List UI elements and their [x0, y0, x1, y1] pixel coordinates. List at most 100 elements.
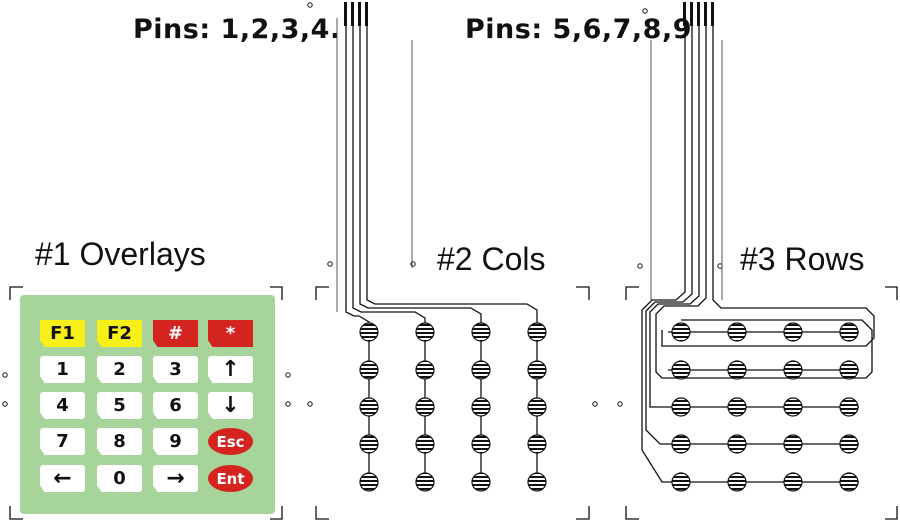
row-pad	[783, 322, 803, 342]
key-star: *	[208, 320, 253, 347]
key-label: 6	[169, 395, 182, 416]
column-pad	[527, 472, 547, 492]
key-label: 7	[56, 431, 69, 452]
key-7: 7	[40, 428, 85, 455]
row-pad	[783, 434, 803, 454]
overlays-title: #1 Overlays	[35, 236, 206, 272]
key-label: #	[167, 323, 184, 344]
column-pad	[471, 472, 491, 492]
row-traces	[641, 26, 875, 483]
key-ent: Ent	[208, 465, 253, 492]
key-0: 0	[97, 465, 142, 492]
cols-title: #2 Cols	[437, 241, 546, 277]
registration-holes	[2, 2, 723, 407]
row-trace-loop	[655, 26, 873, 379]
row-pad	[671, 397, 691, 417]
column-pad	[359, 397, 379, 417]
column-pad	[471, 397, 491, 417]
crop-marks	[9, 286, 898, 520]
up-arrow-icon: ↑	[221, 357, 240, 382]
column-trace-4	[366, 26, 538, 482]
key-down-arrow: ↓	[208, 392, 253, 419]
key-label: 3	[169, 359, 182, 380]
key-label: Ent	[216, 469, 245, 488]
row-trace-4	[645, 26, 859, 445]
key-f1: F1	[40, 320, 85, 347]
column-pad	[527, 360, 547, 380]
row-pad	[727, 434, 747, 454]
key-f2: F2	[97, 320, 142, 347]
key-label: *	[225, 323, 236, 344]
row-pad	[839, 360, 859, 380]
key-8: 8	[97, 428, 142, 455]
row-pad	[783, 472, 803, 492]
key-esc: Esc	[208, 428, 253, 455]
column-trace-1	[345, 26, 370, 482]
right-arrow-icon: →	[166, 466, 185, 491]
key-2: 2	[97, 356, 142, 383]
key-label: 5	[113, 395, 126, 416]
column-pad	[471, 360, 491, 380]
row-pad	[727, 472, 747, 492]
row-pad	[839, 397, 859, 417]
row-pad	[671, 360, 691, 380]
row-pad	[727, 360, 747, 380]
row-pad	[839, 434, 859, 454]
pins-5-9-label: Pins: 5,6,7,8,9	[465, 14, 692, 45]
row-pad	[783, 360, 803, 380]
tail-outlines	[336, 18, 723, 312]
key-right-arrow: →	[153, 465, 198, 492]
key-4: 4	[40, 392, 85, 419]
column-trace-3	[359, 26, 482, 482]
key-label: 9	[169, 431, 182, 452]
row-trace-feed	[661, 26, 875, 347]
keypad-overlay: F1 F2 # * 1 2 3 ↑ 4 5 6 ↓ 7 8 9 Esc ← 0 → Ent	[20, 295, 275, 514]
column-trace-2	[352, 26, 426, 482]
down-arrow-icon: ↓	[221, 393, 240, 418]
column-pad	[359, 322, 379, 342]
row-pad	[671, 322, 691, 342]
rows-title: #3 Rows	[740, 241, 865, 277]
contact-pads	[359, 322, 859, 492]
key-1: 1	[40, 356, 85, 383]
key-label: Esc	[216, 432, 245, 451]
key-5: 5	[97, 392, 142, 419]
key-3: 3	[153, 356, 198, 383]
row-pad	[671, 434, 691, 454]
column-pad	[527, 434, 547, 454]
column-pad	[415, 434, 435, 454]
row-pad	[839, 472, 859, 492]
key-label: F2	[107, 323, 132, 344]
column-pad	[415, 322, 435, 342]
column-pad	[359, 360, 379, 380]
key-label: 0	[113, 468, 126, 489]
key-up-arrow: ↑	[208, 356, 253, 383]
row-pad	[727, 322, 747, 342]
connector-pins	[344, 2, 714, 26]
column-pad	[527, 322, 547, 342]
row-pad	[839, 322, 859, 342]
row-pad	[671, 472, 691, 492]
column-pad	[359, 434, 379, 454]
row-pad	[727, 397, 747, 417]
key-label: 1	[56, 359, 69, 380]
key-hash: #	[153, 320, 198, 347]
key-9: 9	[153, 428, 198, 455]
key-6: 6	[153, 392, 198, 419]
row-trace-3	[649, 26, 859, 408]
column-pad	[415, 360, 435, 380]
key-label: 4	[56, 395, 69, 416]
key-label: 8	[113, 431, 126, 452]
row-trace-5	[641, 26, 859, 483]
column-pad	[471, 434, 491, 454]
key-label: 2	[113, 359, 126, 380]
column-pad	[359, 472, 379, 492]
key-label: F1	[50, 323, 75, 344]
left-arrow-icon: ←	[53, 466, 72, 491]
column-pad	[415, 397, 435, 417]
key-left-arrow: ←	[40, 465, 85, 492]
column-pad	[415, 472, 435, 492]
column-pad	[471, 322, 491, 342]
pins-1-4-label: Pins: 1,2,3,4.	[133, 14, 341, 45]
